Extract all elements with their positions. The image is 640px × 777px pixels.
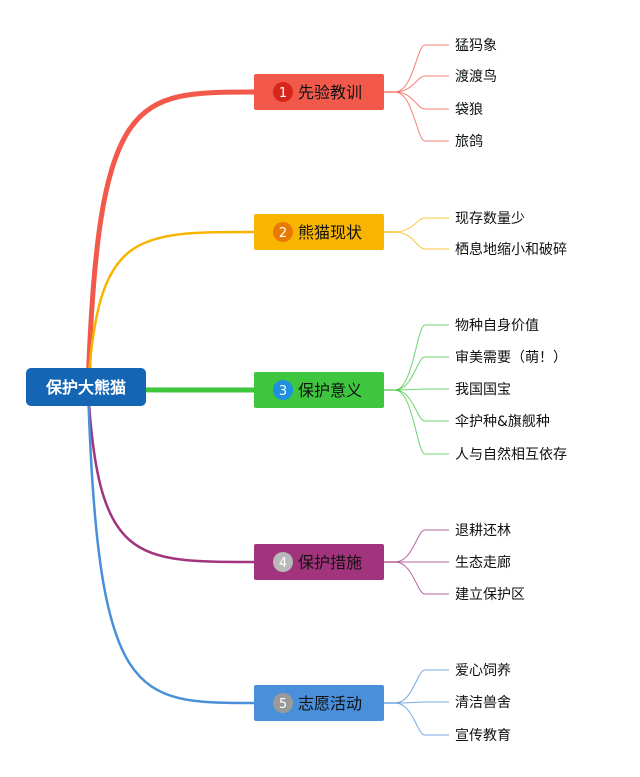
branch-number-badge	[273, 693, 293, 713]
leaf-node[interactable]: 生态走廊	[455, 554, 511, 571]
central-node[interactable]: 保护大熊猫	[26, 368, 146, 406]
branch-node-3[interactable]: 3 保护意义	[254, 372, 384, 408]
leaf-connector-1-3	[394, 91, 449, 110]
central-label: 保护大熊猫	[45, 378, 126, 397]
leaf-node[interactable]: 伞护种&旗舰种	[455, 413, 550, 430]
leaf-connector-3-4	[394, 389, 449, 422]
leaf-node[interactable]: 人与自然相互依存	[455, 446, 567, 463]
leaf-node[interactable]: 袋狼	[455, 102, 483, 118]
leaf-connector-3-1	[394, 324, 449, 391]
branch-number-badge	[273, 380, 293, 400]
branch-node-2[interactable]: 2 熊猫现状	[254, 214, 384, 250]
leaf-node[interactable]: 宣传教育	[455, 728, 511, 744]
leaf-connector-2-1	[394, 217, 449, 233]
leaf-connector-5-1	[394, 669, 449, 704]
leaf-connector-3-3	[394, 388, 449, 391]
leaf-connector-3-5	[394, 389, 449, 455]
branch-number: 4	[279, 556, 287, 571]
leaf-connector-5-2	[394, 701, 449, 704]
leaf-node[interactable]: 我国国宝	[455, 382, 511, 398]
leaf-node[interactable]: 旅鸽	[455, 133, 483, 150]
branch-number-badge	[273, 82, 293, 102]
branch-number: 5	[279, 697, 287, 712]
leaf-node[interactable]: 审美需要（萌！）	[455, 350, 567, 366]
branch-label: 志愿活动	[298, 694, 362, 713]
leaf-node[interactable]: 退耕还林	[455, 522, 511, 539]
leaf-connector-2-2	[394, 231, 449, 250]
branch-label: 先验教训	[298, 83, 362, 102]
branch-number-badge	[273, 552, 293, 572]
branch-label: 熊猫现状	[298, 223, 362, 242]
central-box	[26, 368, 146, 406]
leaf-node[interactable]: 物种自身价值	[455, 318, 539, 334]
branch-number: 3	[279, 384, 287, 399]
branch-number: 1	[279, 86, 287, 101]
leaf-node[interactable]: 现存数量少	[455, 211, 525, 227]
branch-connector-2	[86, 230, 256, 390]
leaf-node[interactable]: 猛犸象	[455, 38, 497, 54]
leaf-connector-4-3	[394, 561, 449, 595]
leaf-node[interactable]: 爱心饲养	[455, 663, 511, 679]
leaf-connector-1-2	[394, 75, 449, 93]
branch-number: 2	[279, 226, 287, 241]
branch-connector-4	[86, 386, 256, 564]
leaf-connector-3-2	[394, 356, 449, 391]
branch-connector-5	[86, 386, 256, 705]
branch-node-1[interactable]: 1 先验教训	[254, 74, 384, 110]
leaf-node[interactable]: 清洁兽舍	[455, 695, 511, 711]
leaf-node[interactable]: 栖息地缩小和破碎	[455, 241, 567, 258]
branch-label: 保护措施	[298, 553, 362, 572]
branch-node-5[interactable]: 5 志愿活动	[254, 685, 384, 721]
leaf-connector-1-1	[394, 44, 449, 93]
leaf-connector-4-1	[394, 529, 449, 563]
leaf-node[interactable]: 建立保护区	[455, 587, 525, 603]
branch-connector-1	[85, 89, 257, 391]
branch-label: 保护意义	[298, 381, 362, 400]
branch-node-4[interactable]: 4 保护措施	[254, 544, 384, 580]
branch-number-badge	[273, 222, 293, 242]
leaf-connector-1-4	[394, 91, 449, 142]
leaf-node[interactable]: 渡渡鸟	[455, 69, 497, 85]
leaf-connector-5-3	[394, 702, 449, 736]
